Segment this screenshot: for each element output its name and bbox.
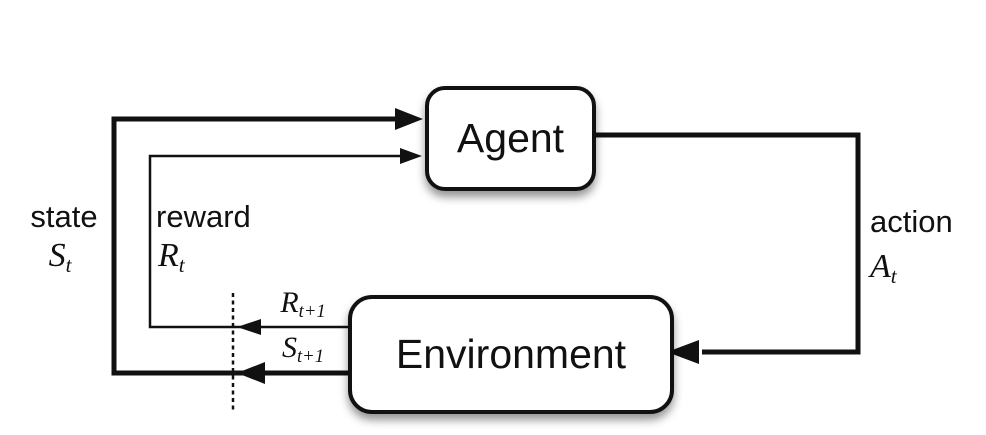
reward-arrowhead-boundary [237,319,261,335]
action-word-label: action [870,204,953,239]
next-state-symbol: St+1 [251,333,355,367]
reward-word-label: reward [156,199,251,234]
state-feedback-line [111,116,400,376]
next-state-sub: t+1 [296,346,324,368]
next-reward-base: R [280,286,299,319]
reward-arrowhead-agent [400,148,422,164]
action-symbol-sub: t [890,263,897,288]
reward-symbol-base: R [158,237,179,274]
state-symbol-base: S [48,237,66,274]
state-word-label: state [30,199,98,234]
reward-symbol: Rt [158,239,185,276]
action-symbol-base: A [870,248,891,285]
reward-symbol-sub: t [178,252,185,277]
next-reward-symbol: Rt+1 [251,288,355,322]
agent-label: Agent [456,115,565,161]
next-state-base: S [281,331,297,364]
action-arrowhead-environment [667,340,699,364]
action-line [586,132,861,355]
state-symbol: St [14,239,106,276]
state-arrowhead-boundary [237,362,265,384]
agent-box: Agent [425,86,596,191]
environment-box: Environment [348,295,674,414]
next-reward-sub: t+1 [298,301,326,323]
state-symbol-sub: t [65,252,72,277]
action-symbol: At [870,250,897,287]
state-arrowhead-agent [395,108,423,130]
environment-label: Environment [395,331,627,377]
